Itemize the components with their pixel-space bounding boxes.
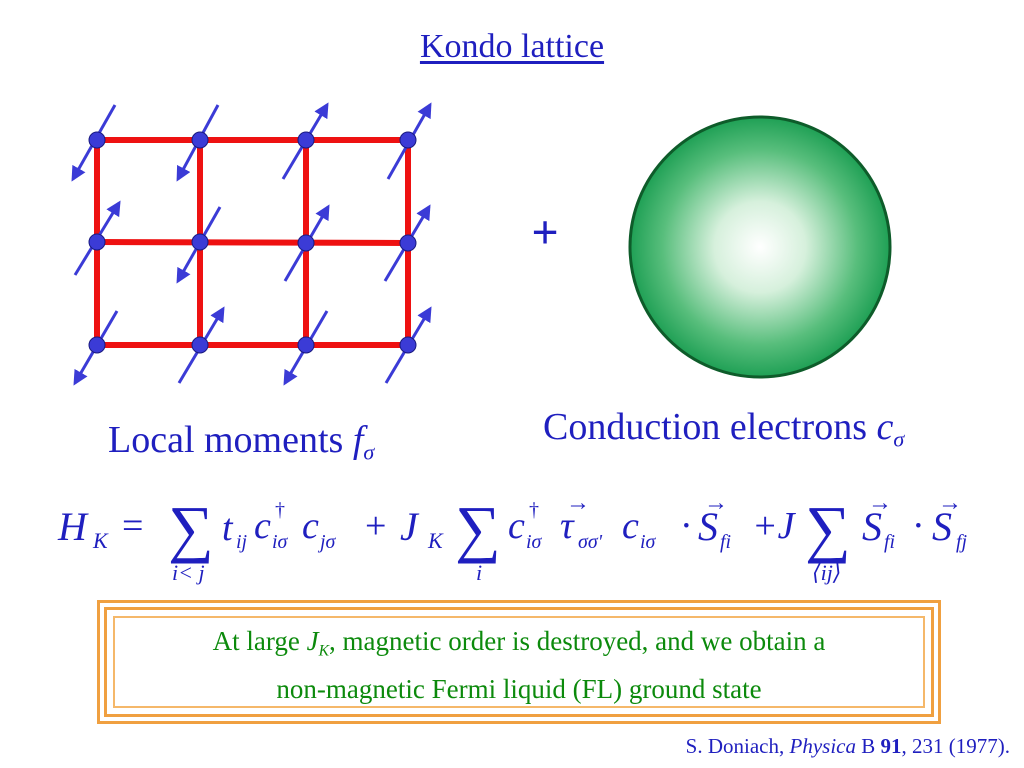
citation-rest: , 231 (1977).: [901, 734, 1011, 758]
citation-series: B: [861, 734, 876, 758]
lattice-site: [297, 131, 315, 149]
eq-isigma-2: iσ: [526, 531, 543, 553]
plus-sign: +: [531, 206, 559, 259]
eq-vector-arrow: →: [938, 490, 962, 516]
local-moments-symbol: f: [352, 419, 364, 461]
eq-hop-t: t: [222, 507, 234, 549]
eq-S-sub-fj: fj: [956, 531, 968, 553]
lattice-site: [88, 233, 106, 251]
eq-vector-arrow: →: [704, 490, 728, 516]
eq-c-2: c: [622, 505, 639, 547]
eq-hop-t-sub: ij: [236, 531, 248, 553]
eq-plus-J: +J: [752, 505, 797, 547]
eq-sum1-index: i< j: [172, 560, 205, 585]
eq-sum-symbol: ∑: [168, 493, 214, 564]
eq-sum2-index: i: [476, 560, 482, 585]
eq-tau-sub: σσ': [578, 531, 603, 553]
lattice-site: [399, 234, 417, 252]
sphere-body: [628, 115, 892, 379]
conduction-electrons-text: Conduction electrons: [543, 406, 867, 448]
slide-title: Kondo lattice: [419, 28, 605, 65]
eq-c: c: [302, 505, 319, 547]
local-moments-label: Local moments fσ: [108, 418, 374, 466]
citation: S. Doniach, Physica B 91, 231 (1977).: [686, 734, 1010, 759]
eq-jsigma: jσ: [317, 531, 337, 553]
eq-J: J: [400, 504, 420, 549]
local-moments-subscript: σ: [363, 439, 375, 465]
eq-dagger: †: [275, 499, 285, 521]
eq-c-dagger: c: [254, 505, 271, 547]
eq-sum3-index: ⟨ij⟩: [812, 560, 841, 585]
eq-isigma-3: iσ: [640, 531, 657, 553]
eq-S-2: S: [862, 504, 882, 549]
eq-vector-arrow: →: [566, 490, 590, 516]
eq-tau: τ: [560, 505, 575, 547]
eq-plus: +: [365, 505, 386, 547]
eq-S: S: [698, 504, 718, 549]
lattice-site: [399, 131, 417, 149]
eq-c-dagger-2: c: [508, 505, 525, 547]
lattice-site: [191, 131, 209, 149]
conduction-electron-sphere: [628, 115, 892, 379]
conclusion-J-sub: K: [318, 642, 330, 660]
conclusion-J: J: [306, 626, 319, 656]
conduction-symbol: c: [876, 406, 894, 448]
conclusion-text: At large JK, magnetic order is destroyed…: [107, 622, 931, 708]
local-moments-text: Local moments: [108, 419, 344, 461]
eq-isigma: iσ: [272, 531, 289, 553]
lattice-site: [88, 131, 106, 149]
eq-dot-2: ·: [912, 505, 925, 547]
eq-S-sub-fi-2: fi: [884, 531, 895, 553]
eq-sum-symbol: ∑: [805, 493, 851, 564]
lattice-site: [88, 336, 106, 354]
conduction-electrons-label: Conduction electrons cσ: [543, 405, 904, 453]
lattice-bond: [94, 239, 411, 246]
conclusion-box: At large JK, magnetic order is destroyed…: [97, 600, 941, 724]
eq-dagger-2: †: [529, 499, 539, 521]
lattice-site: [297, 234, 315, 252]
eq-vector-arrow: →: [868, 490, 892, 516]
eq-hamiltonian-symbol: H: [57, 504, 89, 549]
conclusion-line-2: non-magnetic Fermi liquid (FL) ground st…: [276, 674, 762, 705]
citation-volume: 91: [880, 734, 902, 758]
conclusion-prefix: At large: [212, 626, 300, 656]
kondo-hamiltonian-equation: H K = ∑ i< j t ij c † iσ c jσ + J K ∑ i …: [57, 490, 968, 585]
citation-journal: Physica: [789, 734, 856, 758]
eq-hamiltonian-sub: K: [92, 528, 109, 553]
lattice-site: [191, 233, 209, 251]
eq-dot: ·: [680, 505, 693, 547]
lattice-site: [191, 336, 209, 354]
eq-equals: =: [122, 505, 143, 547]
lattice-site: [297, 336, 315, 354]
eq-sum-symbol: ∑: [455, 493, 501, 564]
eq-J-sub: K: [427, 528, 444, 553]
conduction-subscript: σ: [893, 426, 905, 452]
lattice-site: [399, 336, 417, 354]
citation-author: S. Doniach,: [685, 734, 785, 758]
kondo-lattice-diagram: [71, 102, 432, 386]
conclusion-suffix: , magnetic order is destroyed, and we ob…: [329, 626, 826, 656]
eq-S-3: S: [932, 504, 952, 549]
conclusion-box-inner-border: [113, 616, 925, 708]
eq-S-sub-fi: fi: [720, 531, 731, 553]
conclusion-line-1: At large JK, magnetic order is destroyed…: [107, 622, 931, 670]
